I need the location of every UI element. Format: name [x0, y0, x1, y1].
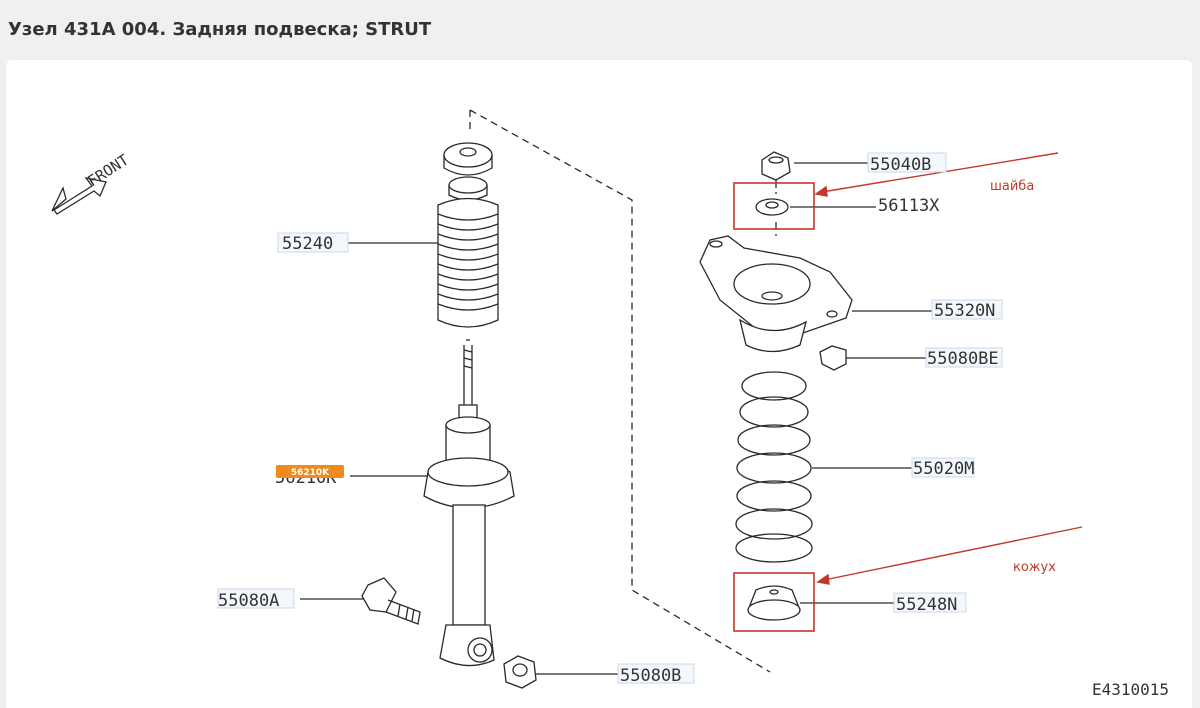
figure-code: E4310015: [1092, 680, 1169, 699]
nut-icon: [503, 655, 537, 689]
highlight-badge-label[interactable]: 56210K: [291, 468, 330, 478]
washer-icon: [755, 198, 789, 216]
diagram-card: [6, 60, 1192, 708]
top-nut-icon: [761, 151, 791, 181]
bump-stop-icon: [443, 142, 493, 201]
strut-mount-icon: [699, 235, 853, 353]
page-title: Узел 431A 004. Задняя подвеска; STRUT: [8, 19, 432, 40]
part-label-56113x[interactable]: 56113X: [878, 196, 940, 216]
coil-spring-icon: [735, 371, 813, 563]
shock-absorber-icon: [423, 339, 515, 667]
part-label-55320n[interactable]: 55320N: [934, 301, 995, 321]
bolt-icon: [361, 577, 421, 625]
part-label-55080a[interactable]: 55080A: [218, 591, 279, 611]
part-label-55248n[interactable]: 55248N: [896, 595, 957, 615]
assembly-dashed-line: [469, 109, 771, 673]
cover-highlight-box: [733, 572, 815, 632]
washer-annotation: шайба: [990, 179, 1034, 194]
washer-highlight-box: [733, 182, 815, 230]
front-arrow-icon: [51, 177, 107, 215]
part-label-55080b[interactable]: 55080B: [620, 666, 681, 686]
part-label-55020m[interactable]: 55020M: [913, 459, 974, 479]
part-label-55240[interactable]: 55240: [282, 234, 333, 254]
highlight-badge[interactable]: [276, 465, 344, 478]
page-header: Узел 431A 004. Задняя подвеска; STRUT: [0, 0, 1200, 58]
spring-seat-icon: [747, 585, 801, 621]
dust-boot-icon: [437, 197, 499, 328]
front-label: FRONT: [84, 151, 132, 191]
small-nut-icon: [819, 345, 847, 371]
part-label-55040b[interactable]: 55040B: [870, 155, 931, 175]
cover-annotation: кожух: [1013, 560, 1056, 575]
part-label-55080be[interactable]: 55080BE: [927, 349, 999, 369]
